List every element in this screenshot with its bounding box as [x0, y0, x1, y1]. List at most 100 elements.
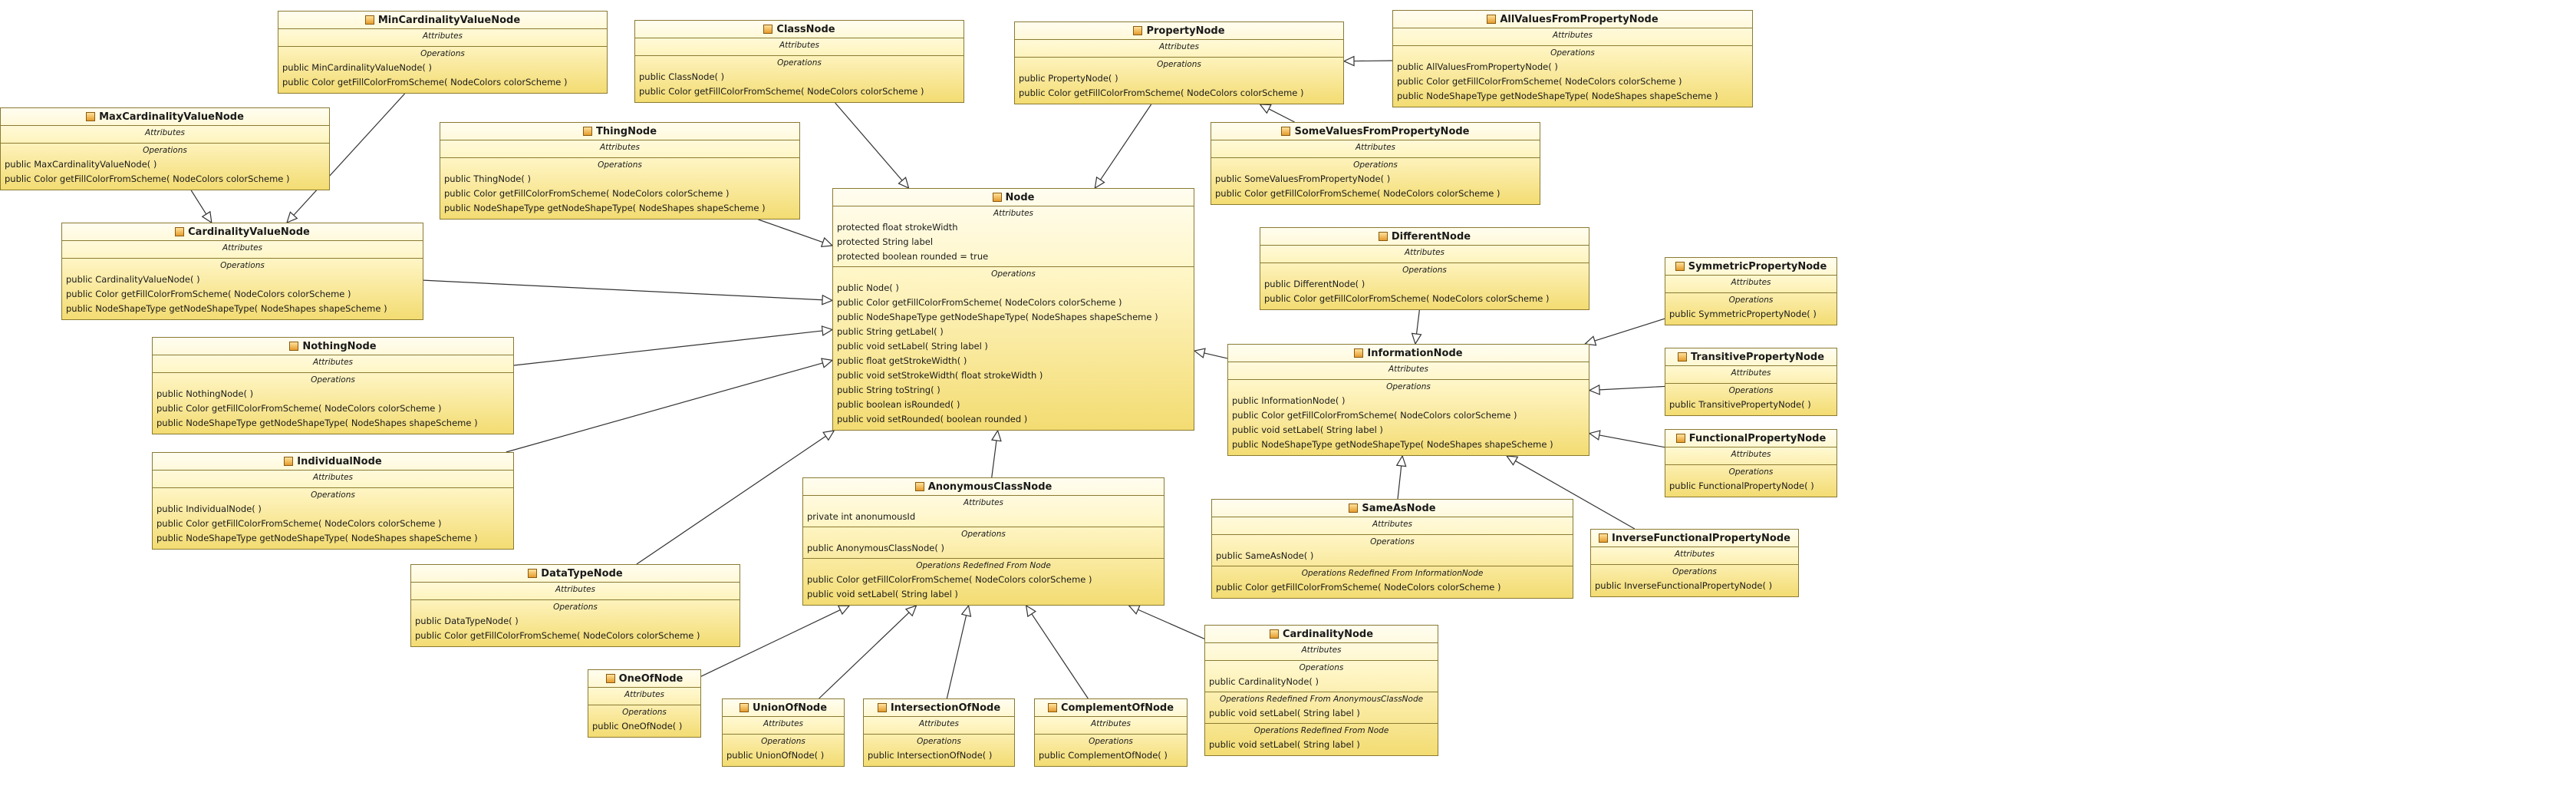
class-title: TransitivePropertyNode: [1690, 351, 1825, 363]
attributes-section: Attributes: [864, 717, 1014, 735]
operation-line: public void setLabel( String label ): [837, 341, 988, 352]
class-title: OneOfNode: [618, 672, 684, 685]
generalization-arrowhead: [837, 605, 851, 616]
class-title: ThingNode: [595, 125, 657, 137]
generalization-arrowhead: [821, 358, 834, 368]
attributes-section: Attributes: [588, 688, 700, 705]
operation-line: public Color getFillColorFromScheme( Nod…: [156, 403, 442, 414]
section-caption: Operations: [553, 603, 598, 612]
operation-line: public DifferentNode( ): [1264, 279, 1365, 289]
attributes-section: Attributes: [1035, 717, 1187, 735]
section-caption: Operations: [143, 146, 187, 155]
operation-line: public IntersectionOfNode( ): [868, 750, 993, 761]
operation-line: public CardinalityNode( ): [1209, 676, 1319, 687]
generalization-arrowhead: [1588, 384, 1600, 395]
operation-line: public Color getFillColorFromScheme( Nod…: [1215, 188, 1500, 199]
class-header: SymmetricPropertyNode: [1665, 258, 1836, 276]
operation-line: public Color getFillColorFromScheme( Nod…: [1264, 293, 1550, 304]
attributes-section: Attributes: [1, 126, 329, 144]
section-caption: Operations: [311, 490, 355, 500]
generalization-line: [190, 190, 207, 215]
class-title: Node: [1005, 191, 1035, 203]
class-icon: [1133, 26, 1143, 35]
class-header: Node: [833, 189, 1194, 206]
section-caption: Operations: [917, 737, 961, 746]
class-title: InformationNode: [1367, 347, 1463, 359]
section-caption: Operations: [1157, 60, 1201, 69]
class-title: CardinalityValueNode: [188, 226, 310, 238]
operation-line: public UnionOfNode( ): [726, 750, 825, 761]
attributes-section: Attributes: [153, 471, 513, 488]
operation-line: public Color getFillColorFromScheme( Nod…: [282, 77, 568, 88]
operation-line: public PropertyNode( ): [1019, 73, 1118, 84]
operation-line: public Color getFillColorFromScheme( Nod…: [1019, 88, 1304, 98]
class-title: AnonymousClassNode: [927, 480, 1052, 493]
operation-line: public Color getFillColorFromScheme( Nod…: [1232, 410, 1517, 421]
section-caption: Attributes: [963, 498, 1004, 507]
operation-line: public Color getFillColorFromScheme( Nod…: [156, 518, 442, 529]
attributes-section: Attributes: [1228, 362, 1589, 380]
class-header: CardinalityNode: [1205, 626, 1438, 643]
operation-line: public MinCardinalityValueNode( ): [282, 62, 433, 73]
section-caption: Attributes: [1158, 42, 1200, 51]
operation-line: public SameAsNode( ): [1216, 550, 1314, 561]
class-title: DataTypeNode: [541, 567, 623, 580]
section-caption: Operations: [1386, 382, 1431, 391]
section-caption: Attributes: [763, 719, 804, 728]
generalization-line: [1204, 352, 1228, 359]
operation-line: public NodeShapeType getNodeShapeType( N…: [156, 418, 478, 428]
operation-line: public SymmetricPropertyNode( ): [1669, 309, 1817, 319]
class-header: FunctionalPropertyNode: [1665, 430, 1836, 447]
section-caption: Attributes: [555, 585, 596, 594]
section-caption: Attributes: [1090, 719, 1132, 728]
operation-line: public CardinalityValueNode( ): [66, 274, 200, 285]
operation-line: public TransitivePropertyNode( ): [1669, 399, 1811, 410]
attributes-section: Attributes: [1212, 517, 1573, 535]
generalization-line: [1138, 609, 1205, 639]
generalization-arrowhead: [822, 430, 835, 441]
section-caption: Operations: [598, 160, 642, 170]
generalization-line: [636, 435, 826, 565]
operation-line: public Color getFillColorFromScheme( Nod…: [1397, 76, 1682, 87]
generalization-arrowhead: [822, 294, 834, 305]
class-icon: [1599, 533, 1609, 543]
operation-line: public void setLabel( String label ): [1209, 708, 1360, 718]
section-caption: Operations: [220, 261, 265, 270]
section-caption: Operations: [1353, 160, 1398, 170]
generalization-line: [1031, 613, 1089, 699]
class-header: AllValuesFromPropertyNode: [1393, 11, 1752, 28]
generalization-arrowhead: [991, 429, 1002, 442]
